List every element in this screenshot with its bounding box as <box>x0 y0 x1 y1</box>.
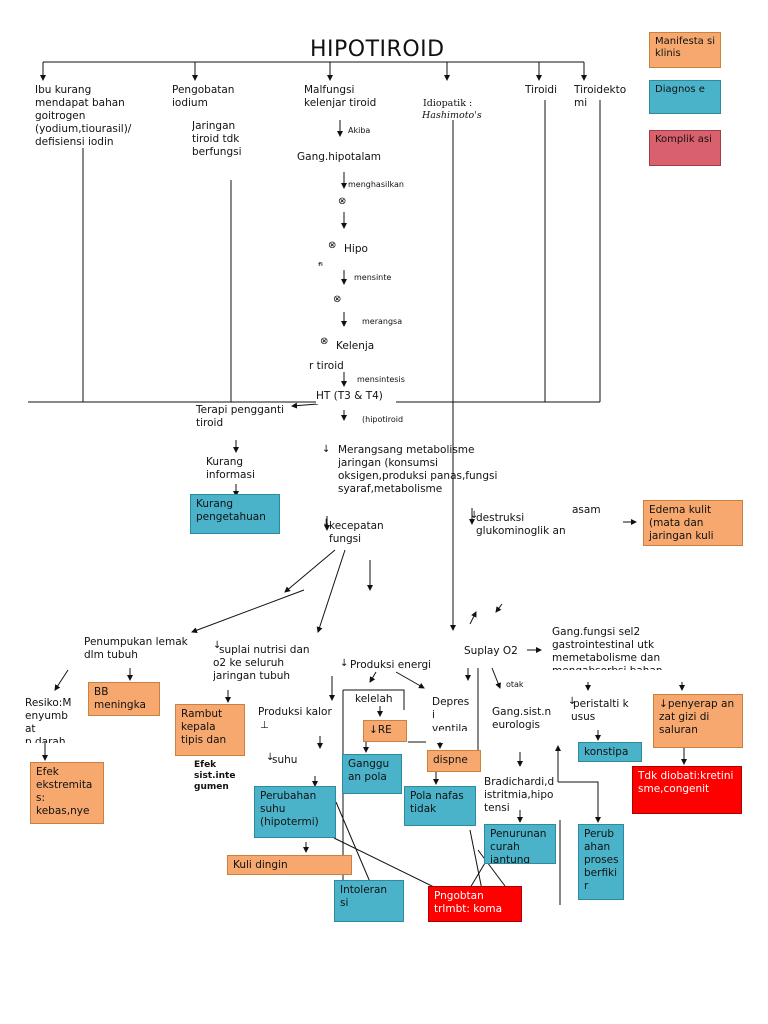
komplikasi-kretinisme: Tdk diobati:kretini sme,congenit <box>632 766 742 814</box>
cause-tiroidektomi: Tiroidekto mi <box>574 84 627 109</box>
manifestasi-bb-meningkat: BB meningka <box>88 682 160 716</box>
manifestasi-edema-kulit: Edema kulit (mata dan jaringan kuli <box>643 500 743 546</box>
manifestasi-penyerapan-gizi: ↓penyerap an zat gizi di saluran <box>653 694 743 748</box>
legend-diagnosa: Diagnos e <box>649 80 721 114</box>
label-efek-sist-integumen: Efek sist.inte gumen <box>194 760 236 792</box>
cause-idiopatik: Idiopatik : <box>423 98 473 109</box>
down-arrow-symbol: ↓ <box>322 518 331 529</box>
cause-jaringan-tiroid: Jaringan tiroid tdk berfungsi <box>192 120 242 158</box>
risk-menyumbat-darah: Resiko:M enyumb at p.darah <box>25 697 72 743</box>
node-hipofisis-tail: fi <box>318 261 324 266</box>
down-arrow-symbol: ↓ <box>213 640 222 651</box>
legend-manifestasi-klinis: Manifesta si klinis <box>649 32 721 68</box>
label-mensintesis: mensinte <box>354 273 392 282</box>
node-produksi-energi: Produksi energi <box>350 659 432 671</box>
cause-hashimoto: Hashimoto's <box>422 110 482 121</box>
decrease-symbol: ⊗ <box>338 196 347 207</box>
manifestasi-efek-ekstremitas: Efek ekstremita s: kebas,nye <box>30 762 104 824</box>
cause-pengobatan-iodium: Pengobatan iodium <box>172 84 235 109</box>
komplikasi-koma: Pngobtan trlmbt: koma <box>428 886 522 922</box>
node-produksi-kalor: Produksi kalor <box>258 706 332 718</box>
label-menghasilkan: menghasilkan <box>348 180 404 189</box>
node-gang-hipotalamus: Gang.hipotalam <box>297 151 382 163</box>
node-terapi-pengganti: Terapi pengganti tiroid <box>196 404 284 429</box>
node-peristaltik-usus: peristalti k usus <box>571 698 629 723</box>
node-suplai-nutrisi: suplai nutrisi dan o2 ke seluruh jaringa… <box>213 644 310 682</box>
cause-malfungsi-kelenjar: Malfungsi kelenjar tiroid <box>304 84 377 109</box>
legend-komplikasi: Komplik asi <box>649 130 721 166</box>
label-akibat: Akiba <box>348 126 371 135</box>
decrease-symbol: ⊗ <box>333 294 342 305</box>
diagnosis-perubahan-suhu: Perubahan suhu (hipotermi) <box>254 786 336 838</box>
label-re: RE <box>377 724 392 736</box>
down-arrow-symbol: ↓ <box>470 510 479 521</box>
node-depresi: Depres i <box>432 696 470 721</box>
node-suhu: suhu <box>272 754 298 766</box>
cause-ibu-kurang-yodium: Ibu kurang mendapat bahan goitrogen (yod… <box>35 84 132 146</box>
down-arrow-symbol: ↓ <box>369 724 378 736</box>
node-hipofisis: Hipo <box>344 243 368 255</box>
diagnosis-gangguan-pola: Ganggu an pola <box>342 754 402 794</box>
decrease-symbol: ⊗ <box>328 240 337 251</box>
diagnosis-perubahan-proses-berfikir: Perub ahan proses berfiki r <box>578 824 624 900</box>
manifestasi-rambut-tipis: Rambut kepala tipis dan <box>175 704 245 756</box>
down-arrow-symbol: ↓ <box>659 698 668 710</box>
down-arrow-symbol: ⊥ <box>260 720 269 731</box>
cause-tiroiditis: Tiroidi <box>525 84 558 96</box>
node-bradichardi: Bradichardi,d istritmia,hipo tensi <box>484 776 555 812</box>
label-hipotiroid: (hipotiroid <box>362 415 404 424</box>
node-kelenjar-tiroid: r tiroid <box>309 360 344 369</box>
manifestasi-dispnea: dispne <box>427 750 481 772</box>
diagnosis-kurang-pengetahuan: Kurang pengetahuan <box>190 494 280 534</box>
node-penumpukan-lemak: Penumpukan lemak dlm tubuh <box>84 636 188 661</box>
node-gang-fungsi-gastrointestinal: Gang.fungsi sel2 gastrointestinal utk me… <box>552 626 663 670</box>
label-otak: otak <box>506 680 524 689</box>
diagnosis-penurunan-curah-jantung: Penurunan curah jantung <box>484 824 556 864</box>
label-mensintesis-2: mensintesis <box>357 375 405 384</box>
down-arrow-symbol: ↓ <box>266 752 275 763</box>
manifestasi-kulit-dingin: Kuli dingin <box>227 855 352 875</box>
decrease-symbol: ⊗ <box>320 336 329 347</box>
manifestasi-re: ↓RE <box>363 720 407 742</box>
down-arrow-symbol: ↓ <box>322 444 331 455</box>
node-ht-t3-t4: HT (T3 & T4) <box>316 390 396 404</box>
diagnosis-intoleransi: Intoleran si <box>334 880 404 922</box>
node-kecepatan-fungsi: kecepatan fungsi <box>329 520 384 545</box>
node-kelelahan: kelelah <box>355 693 393 705</box>
node-asam: asam <box>572 504 601 516</box>
node-destruksi: destruksi glukominoglik an <box>476 512 566 537</box>
node-kelenjar: Kelenja <box>336 340 375 352</box>
down-arrow-symbol: ↓ <box>568 696 577 707</box>
node-kurang-informasi: Kurang informasi <box>206 456 255 481</box>
node-suplay-o2: Suplay O2 <box>464 645 518 657</box>
diagnosis-konstipasi: konstipa <box>578 742 642 762</box>
label-merangsang: merangsa <box>362 317 403 326</box>
down-arrow-symbol: ↓ <box>340 658 349 669</box>
node-merangsang-metabolisme: Merangsang metabolisme jaringan (konsums… <box>338 444 498 495</box>
node-gang-sist-neurologis: Gang.sist.n eurologis <box>492 706 552 731</box>
label-penyerapan-gizi: penyerap an zat gizi di saluran <box>659 698 735 736</box>
node-depresi-ventilasi: ventila <box>432 723 468 731</box>
diagram-title: HIPOTIROID <box>310 37 445 62</box>
diagnosis-pola-nafas: Pola nafas tidak <box>404 786 476 826</box>
